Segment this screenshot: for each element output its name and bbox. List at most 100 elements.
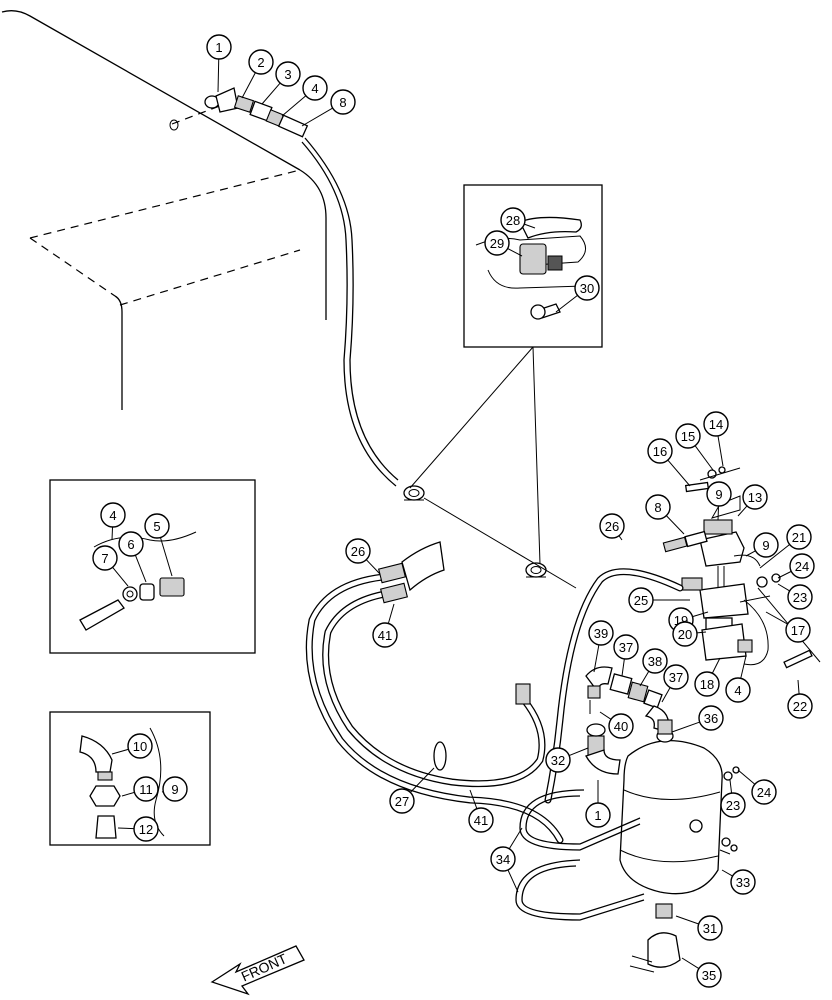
- callout-number: 1: [594, 808, 601, 823]
- callout-number: 36: [704, 711, 718, 726]
- callout-number: 31: [703, 921, 717, 936]
- callout-number: 2: [257, 55, 264, 70]
- callout-number: 39: [594, 626, 608, 641]
- callout-number: 23: [726, 798, 740, 813]
- callout-36: 36: [698, 705, 724, 731]
- leader-line-24: [737, 769, 756, 785]
- leader-line-4: [111, 526, 114, 541]
- air-tank: [619, 719, 740, 973]
- leader-line-40: [599, 711, 612, 720]
- callout-number: 8: [339, 95, 346, 110]
- callout-circle: [599, 513, 625, 539]
- callout-circle: [730, 869, 756, 895]
- callout-circle: [144, 513, 170, 539]
- callout-number: 24: [757, 785, 771, 800]
- leader-line-5: [159, 537, 173, 577]
- callout-number: 26: [351, 544, 365, 559]
- callout-30: 30: [574, 275, 600, 301]
- callout-circle: [698, 705, 724, 731]
- callout-37: 37: [663, 664, 689, 690]
- callout-number: 20: [678, 627, 692, 642]
- callout-22: 22: [787, 693, 813, 719]
- callout-number: 28: [506, 213, 520, 228]
- callout-number: 30: [580, 281, 594, 296]
- leader-line-6: [134, 554, 147, 583]
- callout-15: 15: [675, 423, 701, 449]
- elbow-detail-inset: [49, 711, 211, 846]
- callout-circle: [675, 423, 701, 449]
- callout-number: 40: [614, 719, 628, 734]
- callout-number: 7: [101, 551, 108, 566]
- callout-circle: [389, 788, 415, 814]
- callout-number: 11: [139, 782, 153, 797]
- callout-circle: [133, 776, 159, 802]
- leader-line-33: [721, 869, 733, 877]
- callout-number: 21: [792, 530, 806, 545]
- callout-circle: [372, 622, 398, 648]
- callout-38: 38: [642, 648, 668, 674]
- leader-line-10: [111, 748, 129, 755]
- callout-8: 8: [330, 89, 356, 115]
- callout-number: 35: [702, 968, 716, 983]
- callout-circle: [706, 481, 732, 507]
- callout-circle: [484, 230, 510, 256]
- callout-number: 29: [490, 236, 504, 251]
- leader-line-37: [621, 658, 625, 677]
- callout-circle: [100, 502, 126, 528]
- callout-circle: [500, 207, 526, 233]
- callout-37: 37: [613, 634, 639, 660]
- leader-line-11: [121, 791, 135, 797]
- callout-34: 34: [490, 846, 516, 872]
- callout-circle: [645, 494, 671, 520]
- callout-9: 9: [753, 532, 779, 558]
- callout-27: 27: [389, 788, 415, 814]
- leader-line-4: [740, 655, 747, 679]
- callout-number: 8: [654, 500, 661, 515]
- callout-number: 4: [734, 683, 741, 698]
- callout-circle: [697, 915, 723, 941]
- callout-number: 37: [619, 640, 633, 655]
- callout-number: 15: [681, 429, 695, 444]
- leader-line-23: [777, 583, 790, 592]
- callout-12: 12: [133, 816, 159, 842]
- callout-circle: [127, 733, 153, 759]
- leader-line-27: [409, 767, 435, 793]
- leader-line-16: [667, 459, 691, 487]
- callout-circle: [703, 411, 729, 437]
- leader-line-18: [711, 657, 721, 674]
- callout-circle: [725, 677, 751, 703]
- callout-circle: [585, 802, 611, 828]
- leader-line-38: [639, 671, 650, 687]
- leader-line-1: [217, 58, 220, 93]
- callout-10: 10: [127, 733, 153, 759]
- callout-16: 16: [647, 438, 673, 464]
- leader-line-39: [593, 644, 600, 673]
- callout-circle: [647, 438, 673, 464]
- callout-circle: [468, 807, 494, 833]
- callout-39: 39: [588, 620, 614, 646]
- callout-14: 14: [703, 411, 729, 437]
- callout-number: 24: [795, 559, 809, 574]
- leader-line-12: [117, 827, 135, 830]
- leader-line-9: [717, 505, 720, 521]
- leader-line-20: [696, 631, 707, 634]
- callout-circle: [785, 617, 811, 643]
- callout-circle: [753, 532, 779, 558]
- callout-number: 18: [700, 677, 714, 692]
- upper-air-line: [301, 137, 399, 487]
- valve-tee-assembly: [662, 466, 821, 669]
- leader-line-3: [261, 82, 281, 105]
- callout-number: 38: [648, 654, 662, 669]
- callout-number: 13: [748, 490, 762, 505]
- callout-7: 7: [92, 545, 118, 571]
- callout-number: 4: [311, 81, 318, 96]
- callout-26: 26: [599, 513, 625, 539]
- callout-32: 32: [545, 747, 571, 773]
- callout-number: 3: [284, 67, 291, 82]
- leader-line-26: [365, 559, 381, 575]
- callout-number: 26: [605, 519, 619, 534]
- callout-circle: [608, 713, 634, 739]
- leader-line-15: [694, 445, 714, 471]
